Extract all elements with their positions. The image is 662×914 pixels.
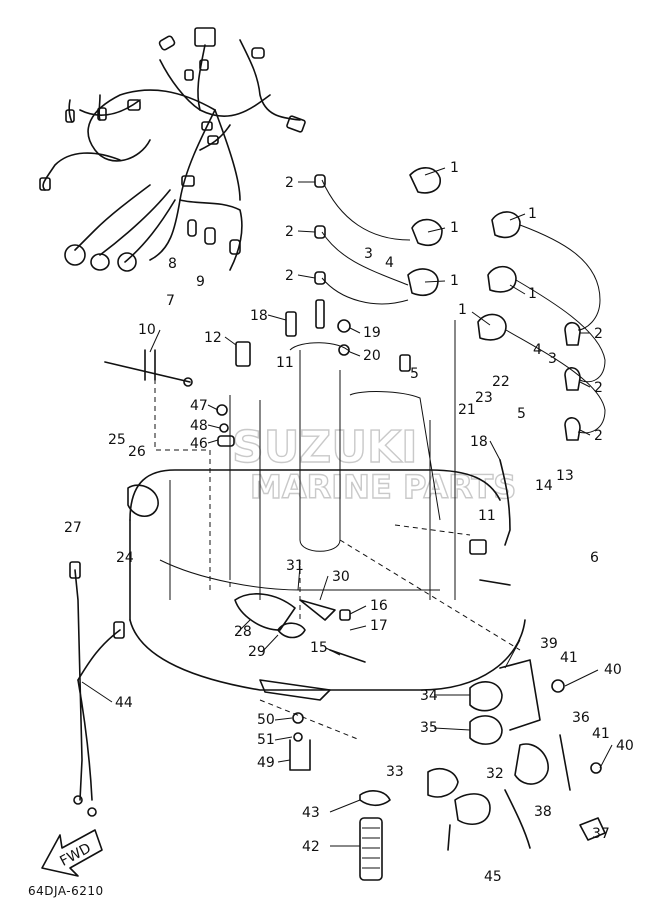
- callout-1: 1: [528, 206, 537, 222]
- callout-13: 13: [556, 468, 574, 484]
- callout-5: 5: [410, 366, 419, 382]
- callout-39: 39: [540, 636, 558, 652]
- fwd-arrow-icon: FWD: [41, 829, 103, 877]
- callout-27: 27: [64, 520, 82, 536]
- callout-28: 28: [234, 624, 252, 640]
- callout-40: 40: [604, 662, 622, 678]
- callout-2: 2: [285, 224, 294, 240]
- leader-lines: [81, 167, 613, 847]
- callout-1: 1: [450, 273, 459, 289]
- callout-18: 18: [470, 434, 488, 450]
- watermark-line2: MARINE PARTS: [250, 468, 516, 506]
- callout-16: 16: [370, 598, 388, 614]
- callout-17: 17: [370, 618, 388, 634]
- callout-37: 37: [592, 826, 610, 842]
- callout-4: 4: [385, 255, 394, 271]
- diagram-code: 64DJA-6210: [28, 884, 104, 898]
- callout-35: 35: [420, 720, 438, 736]
- callout-38: 38: [534, 804, 552, 820]
- callout-32: 32: [486, 766, 504, 782]
- callout-46: 46: [190, 436, 208, 452]
- ignition-coils: [314, 167, 606, 441]
- callout-49: 49: [257, 755, 275, 771]
- callout-2: 2: [594, 428, 603, 444]
- callout-9: 9: [196, 274, 205, 290]
- callout-1: 1: [450, 160, 459, 176]
- callout-1: 1: [528, 286, 537, 302]
- callout-41: 41: [592, 726, 610, 742]
- callout-24: 24: [116, 550, 134, 566]
- callout-20: 20: [363, 348, 381, 364]
- callout-10: 10: [138, 322, 156, 338]
- small-parts: [104, 299, 511, 771]
- callout-42: 42: [302, 839, 320, 855]
- callout-41: 41: [560, 650, 578, 666]
- callout-31: 31: [286, 558, 304, 574]
- callout-11: 11: [276, 355, 294, 371]
- callout-29: 29: [248, 644, 266, 660]
- callout-51: 51: [257, 732, 275, 748]
- callout-25: 25: [108, 432, 126, 448]
- callout-4: 4: [533, 342, 542, 358]
- callout-1: 1: [450, 220, 459, 236]
- callout-2: 2: [285, 175, 294, 191]
- callout-11: 11: [478, 508, 496, 524]
- callout-30: 30: [332, 569, 350, 585]
- starter-relays: [359, 659, 606, 881]
- callout-40: 40: [616, 738, 634, 754]
- callout-21: 21: [458, 402, 476, 418]
- callout-7: 7: [166, 293, 175, 309]
- callout-22: 22: [492, 374, 510, 390]
- callout-2: 2: [285, 268, 294, 284]
- callout-19: 19: [363, 325, 381, 341]
- callout-2: 2: [594, 326, 603, 342]
- callout-18: 18: [250, 308, 268, 324]
- callout-47: 47: [190, 398, 208, 414]
- callout-6: 6: [590, 550, 599, 566]
- callout-36: 36: [572, 710, 590, 726]
- watermark-line1: SUZUKI: [232, 422, 418, 473]
- callout-15: 15: [310, 640, 328, 656]
- engine-block: [129, 320, 526, 691]
- callout-23: 23: [475, 390, 493, 406]
- callout-34: 34: [420, 688, 438, 704]
- callout-14: 14: [535, 478, 553, 494]
- watermark: SUZUKI MARINE PARTS: [231, 421, 517, 506]
- callout-8: 8: [168, 256, 177, 272]
- callout-33: 33: [386, 764, 404, 780]
- callout-5: 5: [517, 406, 526, 422]
- callout-labels: 1 1 1 1 1 1 2 2 2 2 2 2 3 3 4 4 5 5 6 7 …: [64, 160, 634, 885]
- callout-2: 2: [594, 380, 603, 396]
- callout-50: 50: [257, 712, 275, 728]
- callout-3: 3: [548, 351, 557, 367]
- ground-cable: [69, 561, 125, 817]
- callout-44: 44: [115, 695, 133, 711]
- callout-45: 45: [484, 869, 502, 885]
- callout-3: 3: [364, 246, 373, 262]
- callout-43: 43: [302, 805, 320, 821]
- wiring-harness: [39, 27, 306, 272]
- callout-48: 48: [190, 418, 208, 434]
- callout-1: 1: [458, 302, 467, 318]
- callout-12: 12: [204, 330, 222, 346]
- callout-26: 26: [128, 444, 146, 460]
